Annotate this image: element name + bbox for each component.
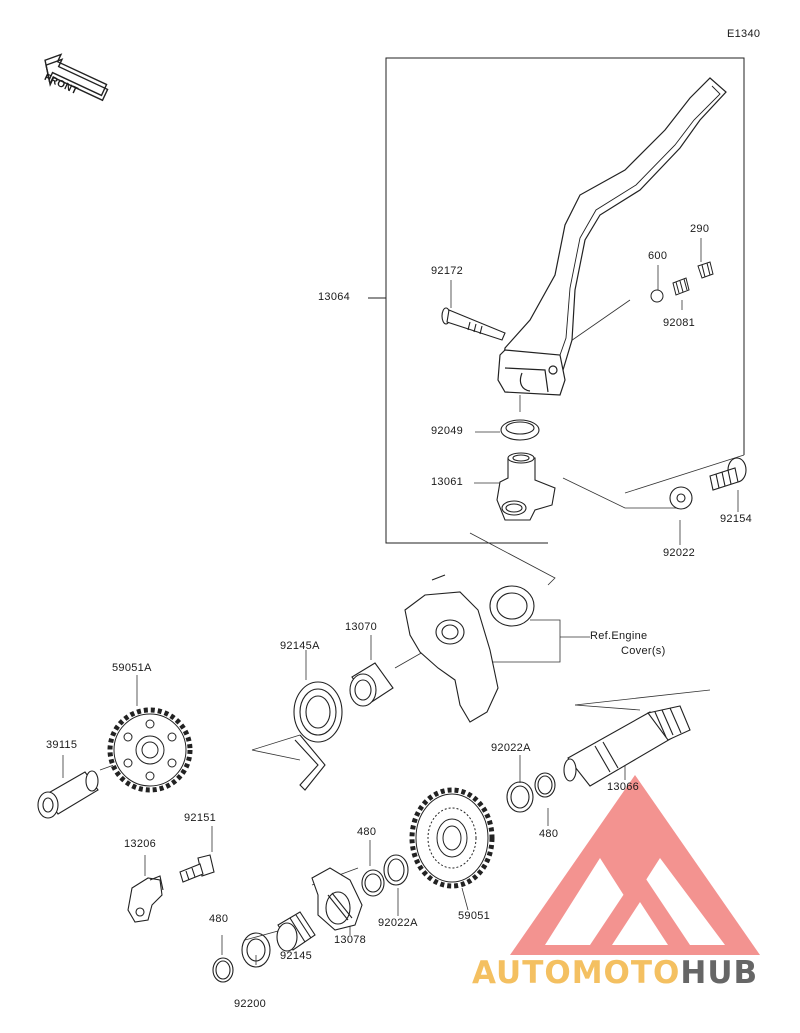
ref-note-line2: Cover(s) (621, 645, 666, 657)
part-label-39115: 39115 (46, 739, 78, 751)
small-parts-top-right (650, 261, 714, 303)
watermark-text: AUTOMOTOHUB (472, 955, 758, 991)
part-label-92200: 92200 (234, 998, 267, 1010)
gear-59051 (409, 787, 495, 889)
part-label-13066: 13066 (607, 781, 640, 793)
washer-92022 (669, 486, 693, 510)
engine-cover (404, 574, 535, 723)
part-label-59051A: 59051A (112, 662, 152, 674)
part-label-13206: 13206 (124, 838, 157, 850)
part-label-480-mid: 480 (357, 826, 377, 838)
bolt-92154 (709, 457, 747, 491)
gear-59051A (107, 707, 193, 793)
circlip-480-left (212, 957, 234, 983)
part-label-13078: 13078 (334, 934, 367, 946)
bolt-92151 (179, 854, 215, 883)
watermark-part2: HUB (680, 955, 759, 991)
part-label-92049: 92049 (431, 425, 464, 437)
spring-92145A (293, 681, 343, 791)
part-label-92022A-bottom: 92022A (378, 917, 418, 929)
part-label-13070: 13070 (345, 621, 378, 633)
watermark-logo (510, 775, 760, 955)
watermark-part1: AUTOMOTO (472, 955, 681, 991)
part-label-92154: 92154 (720, 513, 753, 525)
assembly-frame (368, 57, 745, 544)
part-label-59051: 59051 (458, 910, 491, 922)
part-label-600: 600 (648, 250, 668, 262)
collar-13070 (349, 662, 394, 707)
part-label-92145: 92145 (280, 950, 313, 962)
ref-note-line1: Ref.Engine (590, 630, 648, 642)
ratchet-13078 (311, 867, 363, 931)
part-label-480-left: 480 (209, 913, 229, 925)
part-label-92151: 92151 (184, 812, 217, 824)
shaft-39115 (37, 770, 99, 819)
part-label-13061: 13061 (431, 476, 464, 488)
boss-13061 (496, 452, 556, 521)
part-label-13064: 13064 (318, 291, 351, 303)
part-label-290: 290 (690, 223, 710, 235)
circlip-480-mid (361, 869, 385, 897)
circlip-480-right (534, 772, 556, 798)
bolt-92172 (441, 307, 506, 341)
front-arrow-icon (44, 53, 109, 102)
part-label-92145A: 92145A (280, 640, 320, 652)
part-label-92022A-top: 92022A (491, 742, 531, 754)
part-label-92081: 92081 (663, 317, 696, 329)
washer-92200 (241, 932, 271, 968)
kick-shaft-13066 (563, 705, 691, 787)
kick-pedal-lever (497, 77, 727, 396)
guide-13206 (127, 875, 164, 923)
part-label-480-right: 480 (539, 828, 559, 840)
washer-92022A-top (506, 781, 534, 813)
seal-92049 (500, 419, 540, 441)
leader-lines (62, 238, 745, 965)
washer-92022A-bottom (383, 854, 409, 886)
spring-92145 (276, 911, 316, 952)
diagram-code: E1340 (727, 28, 761, 40)
part-label-92022: 92022 (663, 547, 696, 559)
part-label-92172: 92172 (431, 265, 464, 277)
